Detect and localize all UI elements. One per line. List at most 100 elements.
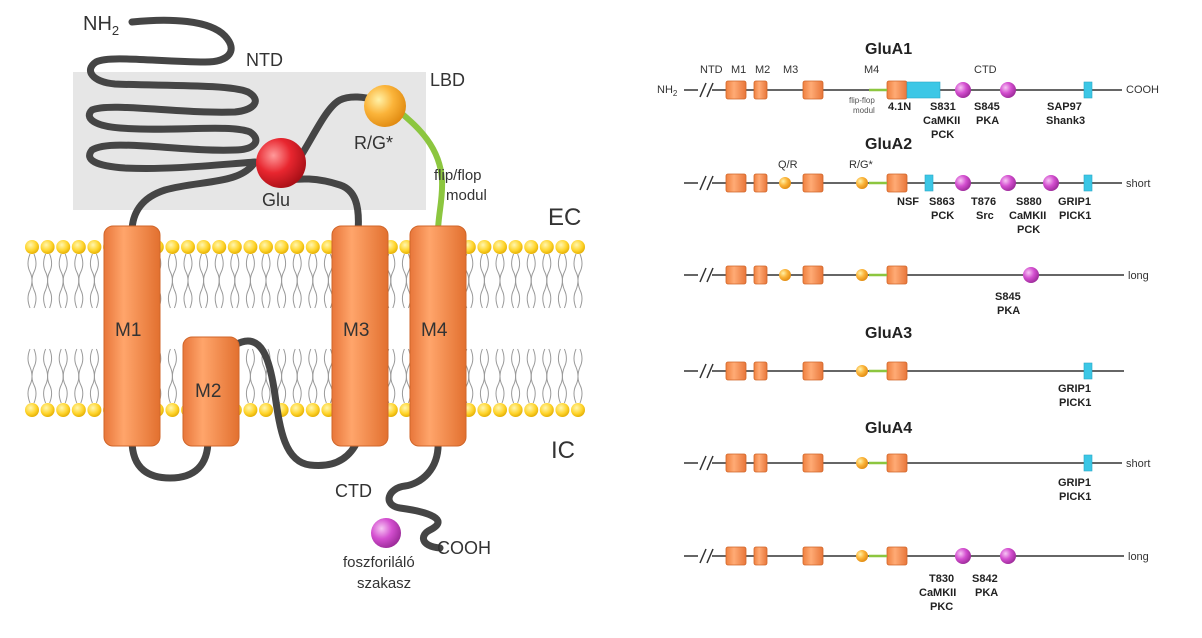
glua1-hdr-m2: M2 (755, 64, 770, 76)
lipid-tail (89, 253, 95, 309)
lipid-tail (214, 253, 220, 309)
lipid-tail (78, 253, 84, 309)
cooh-label: COOH (437, 538, 491, 558)
lipid-tail (530, 348, 536, 404)
glua2-s880-3: PCK (1017, 224, 1040, 236)
lipid-tail (573, 253, 579, 309)
glua4-title: GluA4 (865, 420, 912, 437)
lipid-tail (557, 348, 563, 404)
lipid-tail (58, 253, 64, 309)
phospho-site (955, 548, 971, 564)
m1-helix (103, 225, 161, 447)
m1-box (725, 453, 747, 473)
phospho-site (955, 175, 971, 191)
lipid-tail (43, 348, 49, 404)
lipid-head (555, 240, 570, 254)
glua1-hdr-ctd: CTD (974, 64, 997, 76)
lipid-head (243, 240, 258, 254)
lipid-tail (468, 348, 474, 404)
lipid-tail (249, 253, 255, 309)
lipid-tail (515, 348, 521, 404)
isoform-shapes (684, 80, 1124, 566)
lipid-tail (245, 348, 251, 404)
lipid-tail (292, 348, 298, 404)
lipid-tail (31, 253, 37, 309)
lipid-tail (479, 253, 485, 309)
lipid-tail (93, 348, 99, 404)
lipid-tail (468, 253, 474, 309)
break-mark (699, 455, 707, 471)
lipid-tail (495, 253, 501, 309)
glua2-title: GluA2 (865, 136, 912, 153)
ic-label: IC (551, 437, 575, 464)
m2-label: M2 (195, 381, 221, 402)
lipid-tail (74, 253, 80, 309)
lipid-head (196, 240, 211, 254)
lipid-tail (58, 348, 64, 404)
glua3-grip-2: PICK1 (1059, 397, 1091, 409)
m4-box (886, 173, 908, 193)
glua2-t876-1: T876 (971, 196, 996, 208)
editing-site (856, 550, 868, 562)
lipid-tail (234, 253, 240, 309)
glua4-s842-1: S842 (972, 573, 998, 585)
m3-box (802, 361, 824, 381)
m4-box (886, 80, 908, 100)
lipid-tail (483, 253, 489, 309)
lipid-tail (401, 253, 407, 309)
lipid-tail (281, 253, 287, 309)
lipid-tail (183, 253, 189, 309)
binding-site (906, 81, 941, 99)
glua2-t876-2: Src (976, 210, 994, 222)
lipid-tail (74, 348, 80, 404)
lipid-tail (561, 348, 567, 404)
lipid-head (493, 403, 507, 417)
phospho-ball (371, 518, 401, 548)
glua3-grip-1: GRIP1 (1058, 383, 1091, 395)
editing-site (856, 365, 868, 377)
lipid-head (274, 240, 289, 254)
nh2-label: NH2 (83, 13, 119, 38)
lipid-tail (281, 348, 287, 404)
m4-helix (409, 225, 467, 447)
break-mark (706, 267, 714, 283)
lipid-tail (479, 348, 485, 404)
lipid-head (571, 403, 585, 417)
lipid-tail (43, 253, 49, 309)
lipid-tail (390, 253, 396, 309)
m1-box (725, 80, 747, 100)
lipid-tail (577, 348, 583, 404)
lipid-head (25, 403, 39, 417)
lipid-tail (199, 253, 205, 309)
m2-box (753, 453, 768, 473)
glua4-grip-1: GRIP1 (1058, 477, 1091, 489)
lipid-head (212, 240, 227, 254)
lipid-tail (230, 253, 236, 309)
m4-label: M4 (421, 320, 448, 341)
m3-box (802, 453, 824, 473)
ec-label: EC (548, 204, 581, 231)
binding-site (924, 174, 934, 192)
m3-box (802, 546, 824, 566)
flip-flop-segment (397, 109, 446, 235)
lipid-tail (245, 253, 251, 309)
m2-box (753, 173, 768, 193)
m1-box (725, 361, 747, 381)
lipid-tail (27, 348, 33, 404)
lipid-tail (546, 348, 552, 404)
lipid-tail (401, 348, 407, 404)
break-mark (699, 363, 707, 379)
glua1-title: GluA1 (865, 41, 912, 58)
lbd-label: LBD (430, 70, 465, 90)
lipid-tail (31, 348, 37, 404)
lipid-tail (546, 253, 552, 309)
lipid-head (87, 240, 102, 254)
break-mark (706, 363, 714, 379)
lipid-tail (203, 253, 209, 309)
lipid-tail (526, 253, 532, 309)
glua1-s831-3: PCK (931, 129, 954, 141)
m4-box (886, 265, 908, 285)
lipid-head (56, 403, 71, 417)
lipid-tail (47, 348, 53, 404)
glua2-s880-2: CaMKII (1009, 210, 1046, 222)
